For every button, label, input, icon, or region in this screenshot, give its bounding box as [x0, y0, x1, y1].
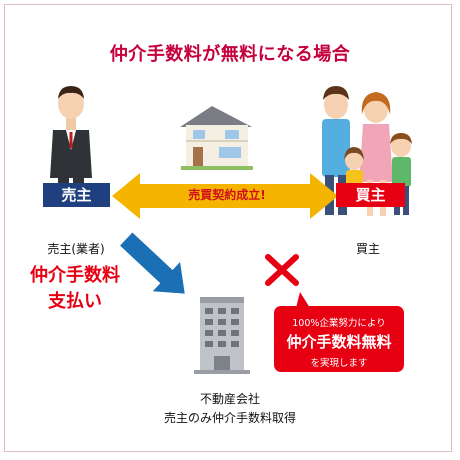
fee-payment-line2: 支払い [48, 291, 102, 312]
diagram-title: 仲介手数料が無料になる場合 [109, 44, 351, 65]
contract-arrow-label: 売買契約成立! [188, 188, 266, 202]
seller-role-label: 売主 [43, 183, 110, 207]
company-line2: 売主のみ仲介手数料取得 [163, 411, 296, 425]
house-illustration [180, 106, 253, 170]
office-building-illustration [194, 297, 250, 374]
callout-line2: 仲介手数料無料 [286, 333, 392, 351]
real-estate-company-caption: 不動産会社 売主のみ仲介手数料取得 [150, 390, 310, 428]
company-line1: 不動産会社 [199, 392, 260, 406]
free-fee-callout: 100%企業努力により 仲介手数料無料 を実現します [274, 306, 404, 372]
seller-caption: 売主(業者) [47, 242, 105, 256]
buyer-role-label: 買主 [336, 183, 405, 207]
fee-payment-arrow [120, 232, 185, 294]
contract-double-arrow [112, 173, 338, 219]
fee-payment-line1: 仲介手数料 [30, 265, 120, 286]
callout-line1: 100%企業努力により [292, 318, 386, 329]
callout-line3: を実現します [310, 358, 368, 369]
seller-illustration [50, 86, 92, 184]
diagram-frame [4, 4, 452, 452]
no-fee-cross-icon [265, 254, 299, 286]
callout-pointer [296, 292, 310, 308]
buyer-caption: 買主 [355, 242, 380, 256]
fee-payment-text: 仲介手数料 支払い [20, 263, 130, 315]
